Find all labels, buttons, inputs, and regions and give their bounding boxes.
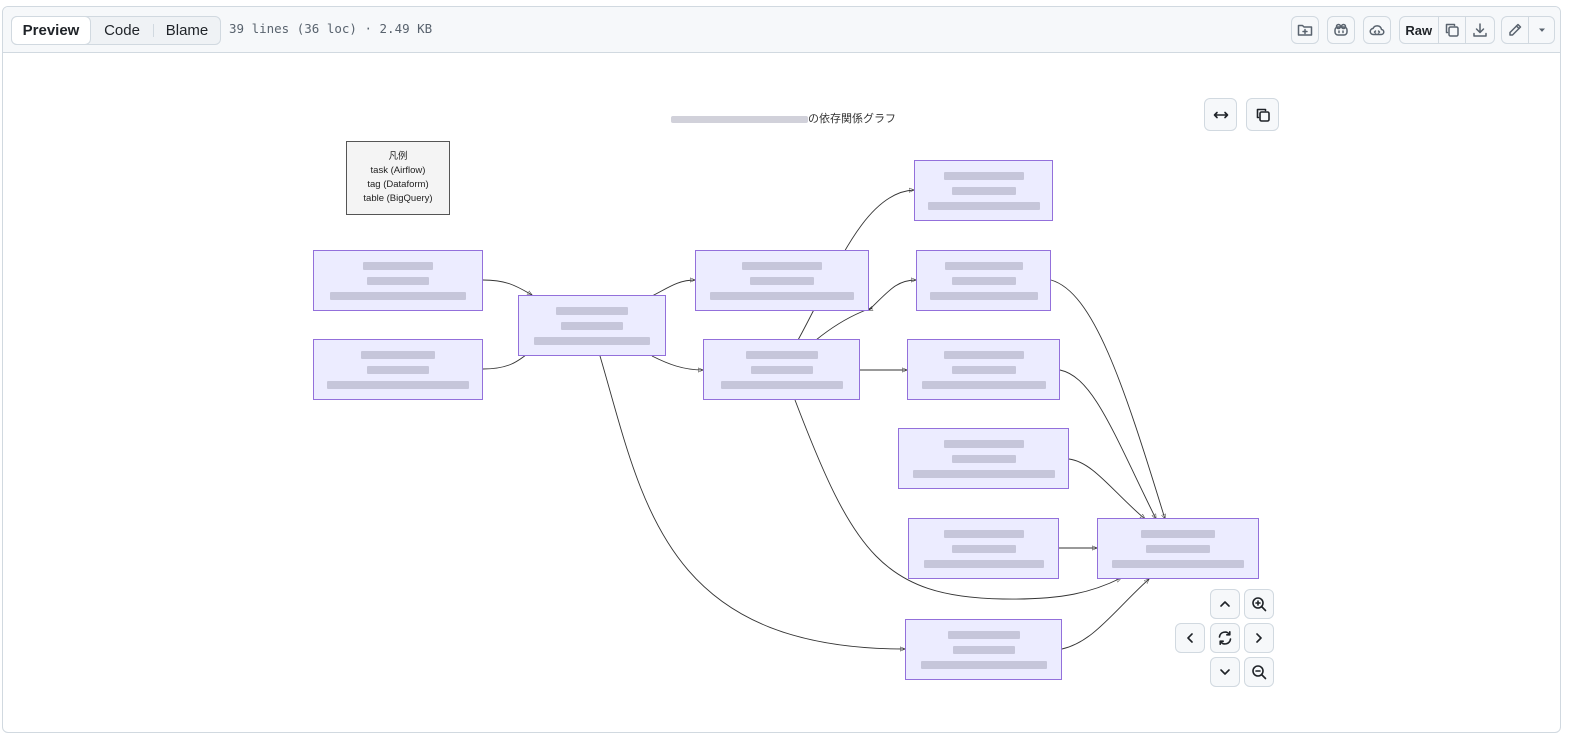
legend-box: 凡例 task (Airflow) tag (Dataform) table (… — [346, 141, 450, 215]
tab-code[interactable]: Code — [104, 22, 140, 39]
reset-view-button[interactable] — [1210, 623, 1240, 653]
graph-title-suffix: の依存関係グラフ — [808, 113, 896, 125]
graph-edges — [482, 52, 1561, 733]
edge — [599, 355, 905, 649]
pencil-icon — [1509, 23, 1522, 36]
tab-preview[interactable]: Preview — [11, 16, 91, 45]
edge — [1061, 579, 1149, 650]
legend-title: 凡例 — [388, 151, 408, 162]
file-viewer: Preview Code Blame 39 lines (36 loc) · 2… — [2, 6, 1561, 733]
raw-actions-group: Raw — [1399, 16, 1495, 44]
tab-divider — [153, 24, 154, 37]
edge — [651, 355, 703, 370]
graph-node — [898, 428, 1069, 489]
edit-file-button[interactable] — [1502, 17, 1528, 43]
group-divider — [1465, 17, 1467, 43]
graph-node — [518, 295, 666, 356]
pan-left-button[interactable] — [1175, 623, 1205, 653]
graph-node — [695, 250, 869, 311]
reset-icon — [1218, 631, 1232, 645]
codespaces-icon — [1369, 25, 1385, 36]
edge — [651, 280, 695, 297]
copy-raw-button[interactable] — [1439, 17, 1466, 43]
copilot-button[interactable] — [1327, 16, 1355, 44]
legend-item-task: task (Airflow) — [370, 165, 426, 176]
copy-diagram-button[interactable] — [1246, 98, 1279, 131]
edge — [815, 308, 872, 341]
legend-item-tag: tag (Dataform) — [367, 179, 429, 190]
edge — [1068, 458, 1145, 519]
tab-blame[interactable]: Blame — [165, 22, 209, 39]
graph-node — [313, 250, 483, 311]
zoom-out-button[interactable] — [1244, 657, 1274, 687]
edge — [1050, 279, 1165, 519]
add-file-icon — [1297, 24, 1313, 36]
download-icon — [1473, 23, 1487, 37]
edge — [797, 190, 914, 341]
fullscreen-button[interactable] — [1204, 98, 1237, 131]
pan-up-icon — [1220, 601, 1230, 607]
more-edit-options-button[interactable] — [1529, 17, 1554, 43]
file-toolbar: Preview Code Blame 39 lines (36 loc) · 2… — [3, 7, 1560, 53]
edge — [868, 280, 916, 311]
pan-down-button[interactable] — [1210, 657, 1240, 687]
group-divider — [1437, 17, 1439, 43]
graph-node — [703, 339, 860, 400]
copy-icon — [1445, 23, 1459, 37]
zoom-in-icon — [1252, 597, 1267, 612]
copy-icon — [1256, 108, 1270, 122]
zoom-in-button[interactable] — [1244, 589, 1274, 619]
zoom-out-icon — [1252, 665, 1267, 680]
edge — [794, 399, 1121, 600]
pan-down-icon — [1220, 669, 1230, 675]
triangle-down-icon — [1538, 28, 1545, 32]
graph-node — [908, 518, 1059, 579]
graph-title: の依存関係グラフ — [671, 110, 896, 126]
edit-actions-group — [1501, 16, 1555, 44]
edge — [1059, 369, 1156, 519]
pan-left-icon — [1187, 633, 1193, 643]
redacted-graph-name — [671, 115, 808, 123]
graph-node — [916, 250, 1051, 311]
mermaid-diagram: の依存関係グラフ 凡例 task (Airflow) tag (Dataform… — [3, 52, 1561, 733]
file-info: 39 lines (36 loc) · 2.49 KB — [229, 21, 433, 36]
add-file-button[interactable] — [1291, 16, 1319, 44]
codespaces-button[interactable] — [1363, 16, 1391, 44]
graph-node — [905, 619, 1062, 680]
download-button[interactable] — [1466, 17, 1494, 43]
graph-node — [1097, 518, 1259, 579]
view-mode-tabs: Preview Code Blame — [11, 16, 221, 45]
copilot-icon — [1334, 23, 1348, 36]
expand-icon — [1213, 111, 1228, 118]
graph-node — [313, 339, 483, 400]
pan-right-button[interactable] — [1244, 623, 1274, 653]
graph-node — [907, 339, 1060, 400]
graph-node — [914, 160, 1053, 221]
pan-right-icon — [1256, 633, 1262, 643]
group-divider — [1528, 17, 1530, 43]
legend-item-table: table (BigQuery) — [363, 193, 433, 204]
pan-up-button[interactable] — [1210, 589, 1240, 619]
raw-button[interactable]: Raw — [1405, 22, 1433, 38]
edge — [482, 279, 532, 295]
